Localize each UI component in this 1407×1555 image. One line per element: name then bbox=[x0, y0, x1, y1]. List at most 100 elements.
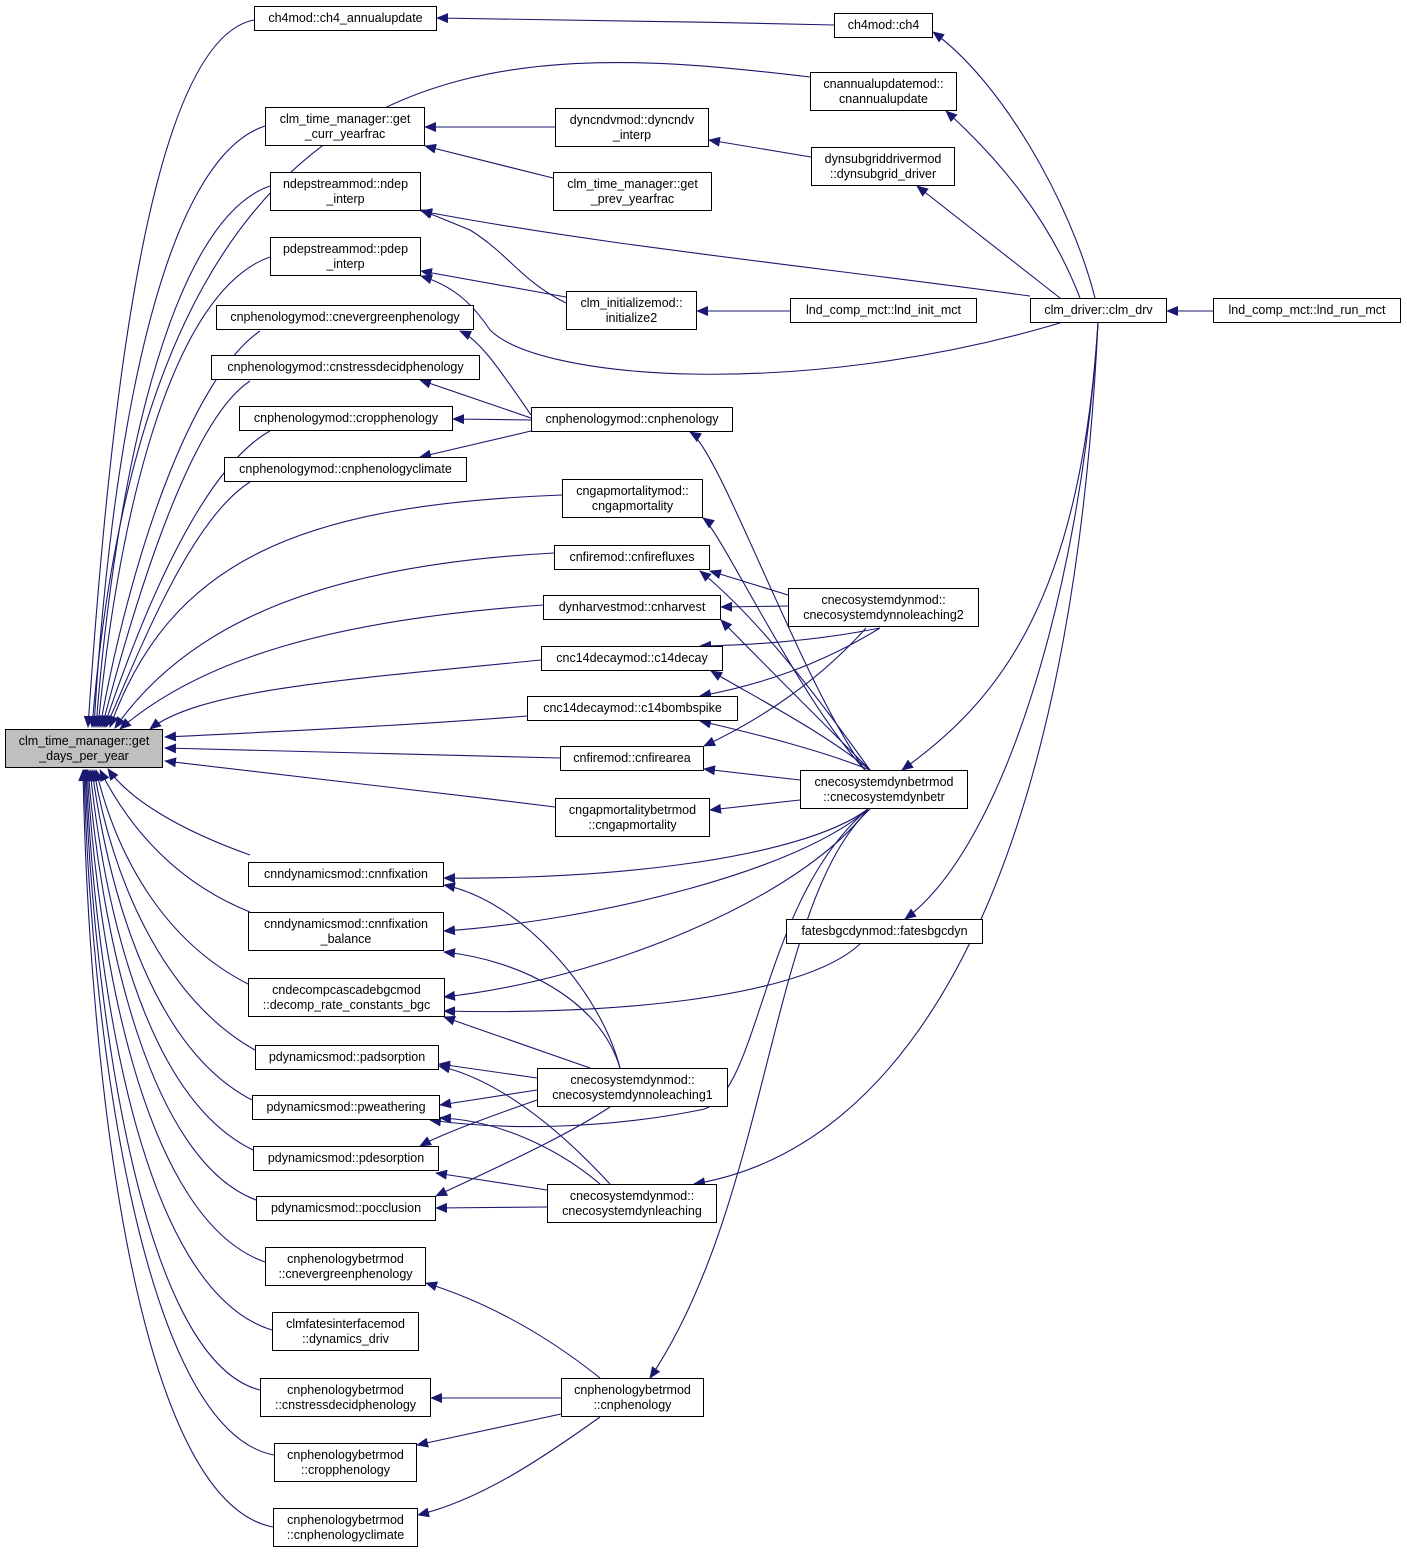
node-cnphenology-betr[interactable]: cnphenologybetrmod ::cnphenology bbox=[561, 1378, 704, 1417]
call-edge bbox=[435, 1169, 548, 1191]
node-cnfirearea[interactable]: cnfiremod::cnfirearea bbox=[560, 746, 704, 771]
call-edge bbox=[94, 256, 271, 728]
node-c14decay[interactable]: cnc14decaymod::c14decay bbox=[541, 646, 723, 671]
call-edge bbox=[164, 715, 528, 742]
call-edge bbox=[80, 769, 261, 1391]
node-line: ::cropphenology bbox=[301, 1462, 390, 1477]
node-cnfirefluxes[interactable]: cnfiremod::cnfirefluxes bbox=[554, 545, 710, 570]
node-cnecosystemdynbetr[interactable]: cnecosystemdynbetrmod ::cnecosystemdynbe… bbox=[800, 770, 968, 809]
call-edge bbox=[436, 13, 835, 26]
node-lnd-run-mct[interactable]: lnd_comp_mct::lnd_run_mct bbox=[1213, 298, 1401, 323]
call-edge bbox=[693, 322, 1099, 1188]
call-edge bbox=[83, 19, 255, 728]
call-edge bbox=[703, 765, 801, 781]
node-line: fatesbgcdynmod::fatesbgcdyn bbox=[801, 924, 968, 938]
node-line: _interp bbox=[326, 256, 365, 271]
node-line: _interp bbox=[612, 127, 652, 142]
node-lnd-init-mct[interactable]: lnd_comp_mct::lnd_init_mct bbox=[790, 298, 977, 323]
call-edge bbox=[420, 208, 1031, 297]
call-edge bbox=[439, 1113, 601, 1185]
call-edge bbox=[149, 659, 542, 730]
node-line: _days_per_year bbox=[39, 748, 129, 763]
call-edge bbox=[945, 110, 1081, 299]
node-ch4[interactable]: ch4mod::ch4 bbox=[834, 13, 933, 38]
node-get-curr-yearfrac[interactable]: clm_time_manager::get _curr_yearfrac bbox=[265, 107, 425, 146]
node-cngapmortality[interactable]: cngapmortalitymod:: cngapmortality bbox=[562, 479, 703, 518]
call-edge bbox=[107, 768, 251, 856]
call-edge bbox=[83, 769, 257, 1201]
call-edge bbox=[443, 808, 869, 884]
node-dyncndv-interp[interactable]: dyncndvmod::dyncndv _interp bbox=[555, 108, 709, 147]
node-line: cnphenologybetrmod bbox=[287, 1382, 404, 1397]
node-cnecosystemdynnoleaching2[interactable]: cnecosystemdynmod:: cnecosystemdynnoleac… bbox=[788, 588, 979, 627]
node-line: _prev_yearfrac bbox=[590, 191, 675, 206]
call-edge bbox=[109, 494, 563, 728]
call-edge bbox=[699, 718, 871, 771]
node-cnevergreenphenology[interactable]: cnphenologymod::cnevergreenphenology bbox=[216, 305, 474, 330]
call-edge bbox=[88, 769, 253, 1101]
node-cnecosystemdynleaching[interactable]: cnecosystemdynmod:: cnecosystemdynleachi… bbox=[547, 1184, 717, 1223]
node-fatesbgcdyn[interactable]: fatesbgcdynmod::fatesbgcdyn bbox=[786, 919, 983, 944]
call-edge bbox=[703, 627, 867, 747]
node-cropphenology-betr[interactable]: cnphenologybetrmod ::cropphenology bbox=[274, 1443, 417, 1482]
node-line: cnphenologymod::cnphenologyclimate bbox=[239, 462, 452, 476]
node-line: cnc14decaymod::c14decay bbox=[556, 651, 708, 665]
node-cngapmortality-betr[interactable]: cngapmortalitybetrmod ::cngapmortality bbox=[555, 798, 710, 837]
call-edge bbox=[419, 378, 532, 419]
call-edge bbox=[443, 808, 869, 1001]
node-line: pdynamicsmod::pweathering bbox=[266, 1100, 426, 1114]
node-line: ::cnphenology bbox=[593, 1397, 672, 1412]
node-line: cnphenologybetrmod bbox=[287, 1447, 404, 1462]
node-dynsubgrid-driver[interactable]: dynsubgriddrivermod ::dynsubgrid_driver bbox=[811, 147, 955, 186]
call-edge bbox=[932, 31, 1096, 299]
node-ndep-interp[interactable]: ndepstreammod::ndep _interp bbox=[270, 172, 421, 211]
node-cnnfixation-balance[interactable]: cnndynamicsmod::cnnfixation _balance bbox=[248, 912, 444, 951]
node-get-prev-yearfrac[interactable]: clm_time_manager::get _prev_yearfrac bbox=[553, 172, 712, 211]
node-ch4-annualupdate[interactable]: ch4mod::ch4_annualupdate bbox=[254, 6, 437, 31]
node-line: lnd_comp_mct::lnd_run_mct bbox=[1228, 303, 1386, 317]
call-edge bbox=[702, 517, 866, 771]
node-line: ::dynamics_driv bbox=[302, 1331, 389, 1346]
node-pdep-interp[interactable]: pdepstreammod::pdep _interp bbox=[270, 237, 421, 276]
node-cnphenology[interactable]: cnphenologymod::cnphenology bbox=[531, 407, 733, 432]
node-dynamics-driv[interactable]: clmfatesinterfacemod ::dynamics_driv bbox=[272, 1312, 419, 1351]
call-edge bbox=[99, 769, 251, 913]
node-line: cnecosystemdynnoleaching1 bbox=[552, 1087, 713, 1102]
node-line: clm_time_manager::get bbox=[279, 111, 411, 126]
node-line: cnc14decaymod::c14bombspike bbox=[543, 701, 722, 715]
node-line: cnphenologymod::cnstressdecidphenology bbox=[227, 360, 464, 374]
node-padsorption[interactable]: pdynamicsmod::padsorption bbox=[255, 1045, 439, 1070]
call-edge bbox=[439, 1089, 538, 1109]
node-line: _balance bbox=[320, 931, 372, 946]
call-edge bbox=[99, 380, 251, 728]
call-edge bbox=[435, 1202, 548, 1213]
node-line: cnecosystemdynmod:: bbox=[569, 1188, 695, 1203]
node-decomp-rate-constants-bgc[interactable]: cndecompcascadebgcmod ::decomp_rate_cons… bbox=[248, 978, 445, 1017]
node-line: pdynamicsmod::padsorption bbox=[268, 1050, 426, 1064]
node-clm-drv[interactable]: clm_driver::clm_drv bbox=[1030, 298, 1167, 323]
node-line: cnfiremod::cnfirefluxes bbox=[569, 550, 695, 564]
node-line: _interp bbox=[326, 191, 365, 206]
node-cnphenologyclimate[interactable]: cnphenologymod::cnphenologyclimate bbox=[224, 457, 467, 482]
call-edge bbox=[699, 627, 881, 651]
node-cnstressdecidphenology-betr[interactable]: cnphenologybetrmod ::cnstressdecidphenol… bbox=[260, 1378, 431, 1417]
node-cnannualupdate[interactable]: cnannualupdatemod:: cnannualupdate bbox=[810, 72, 957, 111]
call-edge bbox=[86, 769, 254, 1151]
node-cnnfixation[interactable]: cnndynamicsmod::cnnfixation bbox=[248, 862, 444, 887]
call-edge bbox=[708, 136, 812, 158]
node-cnecosystemdynnoleaching1[interactable]: cnecosystemdynmod:: cnecosystemdynnoleac… bbox=[537, 1068, 728, 1107]
node-pocclusion[interactable]: pdynamicsmod::pocclusion bbox=[256, 1196, 436, 1221]
node-line: clm_time_manager::get bbox=[18, 733, 150, 748]
node-cnstressdecidphenology[interactable]: cnphenologymod::cnstressdecidphenology bbox=[211, 355, 480, 380]
node-line: cnecosystemdynleaching bbox=[562, 1203, 702, 1218]
call-edge bbox=[443, 1015, 591, 1069]
call-edge bbox=[417, 1416, 601, 1518]
node-cnphenologyclimate-betr[interactable]: cnphenologybetrmod ::cnphenologyclimate bbox=[273, 1508, 418, 1547]
node-initialize2[interactable]: clm_initializemod:: initialize2 bbox=[566, 291, 697, 330]
node-cnevergreenphenology-betr[interactable]: cnphenologybetrmod ::cnevergreenphenolog… bbox=[265, 1247, 426, 1286]
node-pweathering[interactable]: pdynamicsmod::pweathering bbox=[252, 1095, 440, 1120]
node-c14bombspike[interactable]: cnc14decaymod::c14bombspike bbox=[527, 696, 738, 721]
node-cnharvest[interactable]: dynharvestmod::cnharvest bbox=[543, 595, 721, 620]
node-cropphenology[interactable]: cnphenologymod::cropphenology bbox=[239, 406, 453, 431]
node-pdesorption[interactable]: pdynamicsmod::pdesorption bbox=[253, 1146, 439, 1171]
